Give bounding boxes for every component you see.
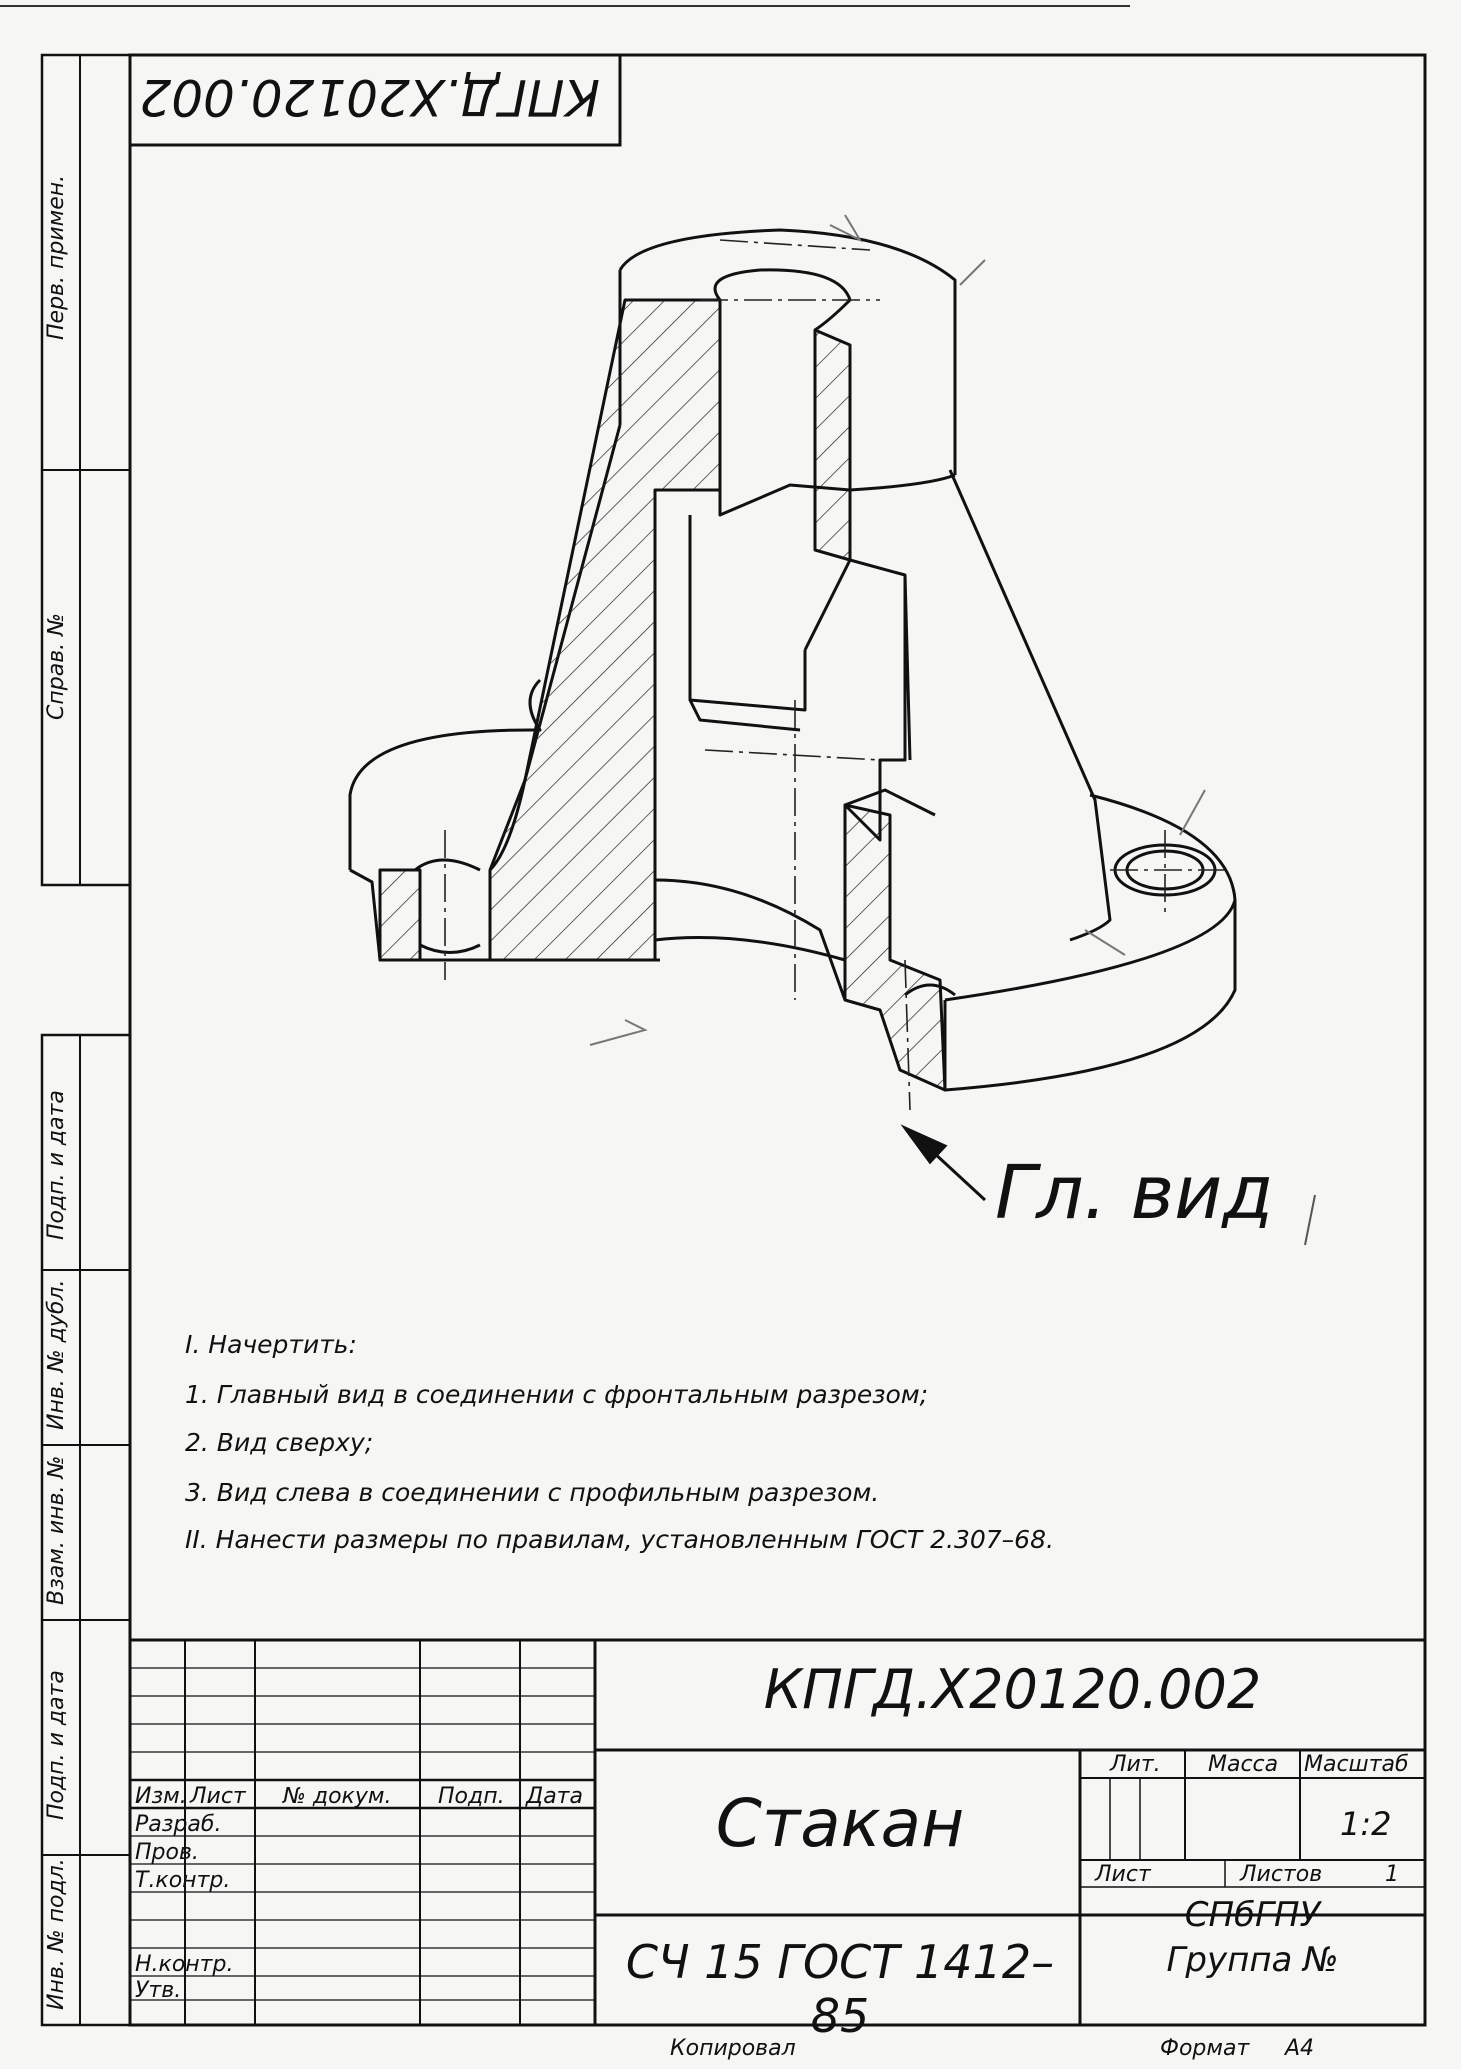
sheets-value: 1 [1385, 1862, 1399, 1887]
top-code-stamp: КПГД.Х20120.002 [139, 68, 600, 126]
header-podp: Подп. [438, 1784, 505, 1809]
part-isometric-drawing [348, 228, 1237, 1092]
note-line-3: 2. Вид сверху; [185, 1428, 374, 1457]
row-n-kontr: Н.контр. [135, 1952, 234, 1977]
header-list: Лист [190, 1784, 246, 1809]
header-doc-no: № докум. [283, 1784, 392, 1809]
lit-label: Лит. [1110, 1752, 1161, 1777]
side-label-perv-primen: Перв. примен. [44, 174, 69, 340]
row-razrab: Разраб. [135, 1812, 222, 1837]
header-data: Дата [526, 1784, 583, 1809]
scale-value: 1:2 [1340, 1805, 1392, 1843]
organization: СПбГПУ [1184, 1895, 1321, 1935]
top-code-stamp-box [128, 53, 622, 147]
row-t-kontr: Т.контр. [135, 1868, 231, 1893]
designation: КПГД.Х20120.002 [763, 1658, 1262, 1721]
sheet-label: Лист [1095, 1862, 1151, 1887]
note-line-5: II. Нанести размеры по правилам, установ… [185, 1525, 1054, 1554]
side-label-podp-data-2: Подп. и дата [44, 1670, 69, 1820]
side-label-inv-no-podl: Инв. № подл. [44, 1858, 69, 2010]
material: СЧ 15 ГОСТ 1412–85 [625, 1935, 1055, 2043]
side-label-sprav-no: Справ. № [44, 612, 69, 720]
sheets-label: Листов [1240, 1862, 1323, 1887]
side-label-inv-no-dubl: Инв. № дубл. [44, 1279, 69, 1430]
main-view-arrow [900, 1124, 987, 1202]
row-utv: Утв. [135, 1978, 182, 2003]
note-line-4: 3. Вид слева в соединении с профильным р… [185, 1478, 880, 1507]
side-label-podp-data-1: Подп. и дата [44, 1090, 69, 1240]
massa-label: Масса [1208, 1752, 1279, 1777]
main-view-label: Гл. вид [995, 1150, 1274, 1236]
group-label: Группа № [1166, 1940, 1339, 1980]
title-block [130, 1638, 1425, 2025]
side-label-vzam-inv-no: Взам. инв. № [44, 1455, 69, 1605]
kopiroval-label: Копировал [670, 2036, 796, 2061]
header-izm: Изм. [135, 1784, 187, 1809]
note-line-2: 1. Главный вид в соединении с фронтальны… [185, 1380, 929, 1409]
masshtab-label: Масштаб [1304, 1752, 1409, 1777]
format-label: Формат [1160, 2036, 1250, 2061]
row-prov: Пров. [135, 1840, 199, 1865]
part-name: Стакан [715, 1785, 965, 1862]
note-line-1: I. Начертить: [185, 1330, 357, 1359]
drawing-frame [128, 53, 1427, 2027]
format-value: А4 [1285, 2036, 1315, 2061]
